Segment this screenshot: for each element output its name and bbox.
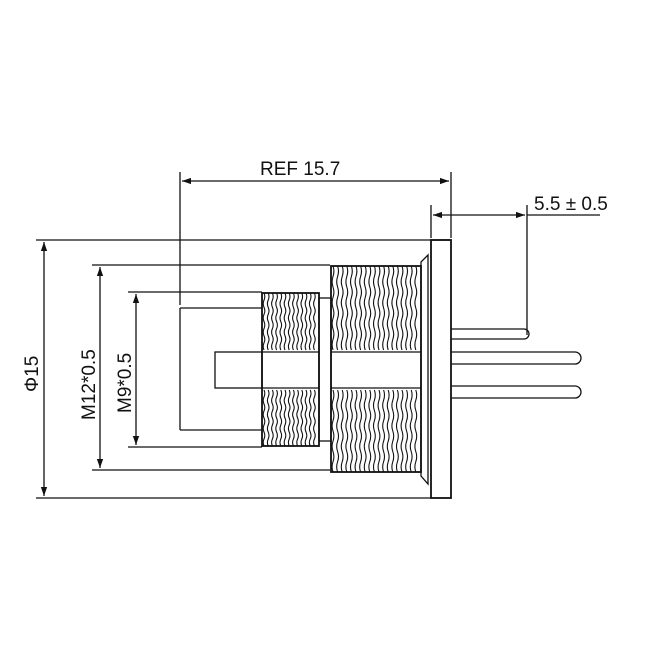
m9-thread-upper: [262, 292, 316, 351]
outer-diameter-dimension: Φ15: [22, 239, 431, 499]
m9-thread-dimension: M9*0.5: [115, 291, 262, 448]
m12-thread-dimension: M12*0.5: [79, 264, 330, 471]
outer-diameter-label: Φ15: [22, 356, 43, 392]
m12-thread-upper: [331, 265, 418, 351]
pin-length-dimension: 5.5 ± 0.5: [430, 194, 608, 335]
m9-thread-label: M9*0.5: [115, 353, 136, 413]
m12-thread-lower: [331, 389, 418, 473]
contact-pins: [451, 328, 582, 399]
ref-length-label: REF 15.7: [260, 159, 340, 180]
connector-body: [179, 239, 452, 499]
ref-length-dimension: REF 15.7: [179, 159, 452, 305]
m9-thread-lower: [262, 389, 316, 447]
m12-thread-label: M12*0.5: [79, 349, 100, 420]
pin-length-label: 5.5 ± 0.5: [534, 194, 608, 215]
